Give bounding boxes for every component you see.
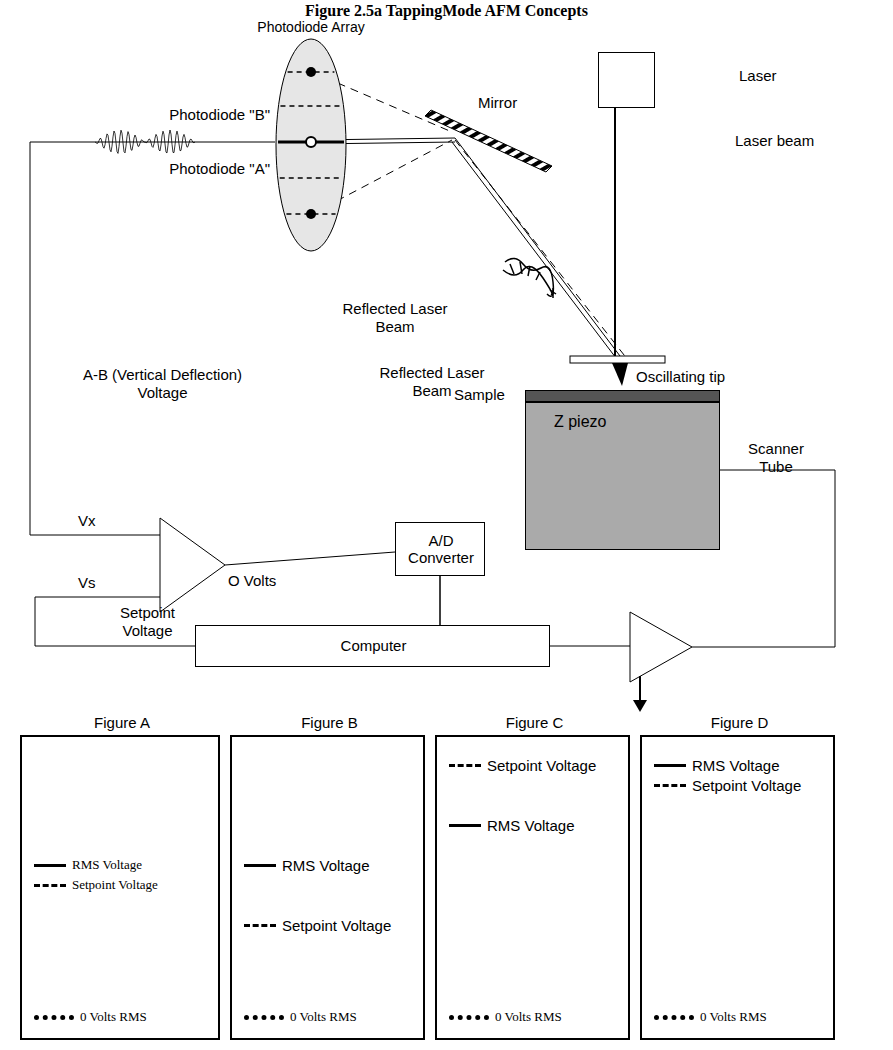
figure-panel: Figure CSetpoint VoltageRMS Voltage0 Vol… [435, 735, 630, 1040]
annotation-label: Oscillating tip [636, 368, 766, 386]
line-sample [654, 784, 686, 787]
legend-text: RMS Voltage [72, 857, 142, 873]
line-sample [654, 1015, 694, 1020]
output-arrow [639, 676, 641, 702]
legend-row: Setpoint Voltage [244, 917, 391, 934]
legend-row: RMS Voltage [244, 857, 370, 874]
connector-wire [439, 576, 441, 625]
node-text: Sample [454, 386, 518, 403]
line-sample [34, 1015, 74, 1020]
laser-beam [614, 107, 616, 358]
legend-row: Setpoint Voltage [654, 777, 801, 794]
legend-row: RMS Voltage [34, 857, 142, 873]
line-sample [449, 824, 481, 827]
reflected-beam [452, 142, 616, 358]
legend-text: 0 Volts RMS [495, 1009, 562, 1025]
figure-title: Figure 2.5a TappingMode AFM Concepts [0, 2, 893, 20]
node-text: Z piezo [554, 413, 674, 430]
legend-text: 0 Volts RMS [80, 1009, 147, 1025]
line-sample [449, 1015, 489, 1020]
wire [30, 142, 275, 535]
wire [35, 597, 195, 646]
annotation-label: Vs [78, 574, 118, 592]
legend-text: 0 Volts RMS [700, 1009, 767, 1025]
line-sample [34, 884, 66, 887]
annotation-label: Photodiode "B" [150, 106, 270, 124]
annotation-label: O Volts [228, 572, 298, 590]
annotation-label: Photodiode "A" [150, 160, 270, 178]
annotation-label: Vx [78, 512, 118, 530]
line-sample [34, 864, 66, 867]
annotation-label: Reflected Laser Beam [330, 300, 460, 336]
node-text: A/D Converter [396, 532, 486, 566]
legend-row: RMS Voltage [449, 817, 575, 834]
legend-row: 0 Volts RMS [654, 1009, 767, 1025]
figure-heading: Figure B [232, 714, 427, 731]
legend-text: Setpoint Voltage [487, 757, 596, 774]
annotation-label: A-B (Vertical Deflection) Voltage [75, 366, 250, 402]
block-box: A/D Converter [395, 522, 485, 576]
legend-text: Setpoint Voltage [282, 917, 391, 934]
figure-heading: Figure D [642, 714, 837, 731]
legend-row: 0 Volts RMS [34, 1009, 147, 1025]
reflected-beam [455, 138, 620, 356]
annotation-label: Setpoint Voltage [100, 604, 195, 640]
mirror [425, 110, 552, 172]
line-sample [654, 764, 686, 767]
legend-row: 0 Volts RMS [244, 1009, 357, 1025]
photodiode-array: Photodiode Array [275, 38, 347, 252]
line-sample [244, 924, 276, 927]
amplifier-symbol [630, 612, 692, 682]
annotation-label: Laser beam [735, 132, 855, 150]
legend-text: RMS Voltage [487, 817, 575, 834]
block-box: Laser [598, 52, 655, 108]
legend-row: 0 Volts RMS [449, 1009, 562, 1025]
figure-heading: Figure C [437, 714, 632, 731]
legend-row: Setpoint Voltage [449, 757, 596, 774]
wire [550, 646, 630, 647]
legend-text: Setpoint Voltage [72, 877, 158, 893]
line-sample [449, 764, 481, 767]
figure-panel: Figure ARMS VoltageSetpoint Voltage0 Vol… [20, 735, 220, 1040]
amplifier-symbol [160, 518, 225, 612]
legend-text: Setpoint Voltage [692, 777, 801, 794]
sample-layer: Sample [525, 390, 720, 402]
molecule-icon [503, 258, 556, 298]
annotation-label: Reflected Laser Beam [372, 364, 492, 400]
annotation-label: Scanner Tube [736, 440, 816, 476]
z-piezo: Z piezo [525, 402, 720, 550]
annotation-label: Mirror [478, 94, 548, 112]
legend-text: RMS Voltage [282, 857, 370, 874]
legend-text: 0 Volts RMS [290, 1009, 357, 1025]
block-box: Computer [195, 625, 550, 667]
cantilever [570, 356, 665, 363]
legend-row: RMS Voltage [654, 757, 780, 774]
figure-panel: Figure DRMS VoltageSetpoint Voltage0 Vol… [640, 735, 835, 1040]
line-sample [244, 1015, 284, 1020]
node-text: Computer [196, 637, 551, 654]
node-text: Photodiode Array [225, 19, 397, 36]
wire [225, 552, 395, 565]
line-sample [244, 864, 276, 867]
legend-row: Setpoint Voltage [34, 877, 158, 893]
node-text: Laser [739, 67, 819, 84]
tip [612, 363, 628, 386]
output-arrow [633, 700, 647, 712]
figure-heading: Figure A [22, 714, 222, 731]
photodiode-outline [275, 38, 347, 252]
legend-text: RMS Voltage [692, 757, 780, 774]
figure-panel: Figure BRMS VoltageSetpoint Voltage0 Vol… [230, 735, 425, 1040]
